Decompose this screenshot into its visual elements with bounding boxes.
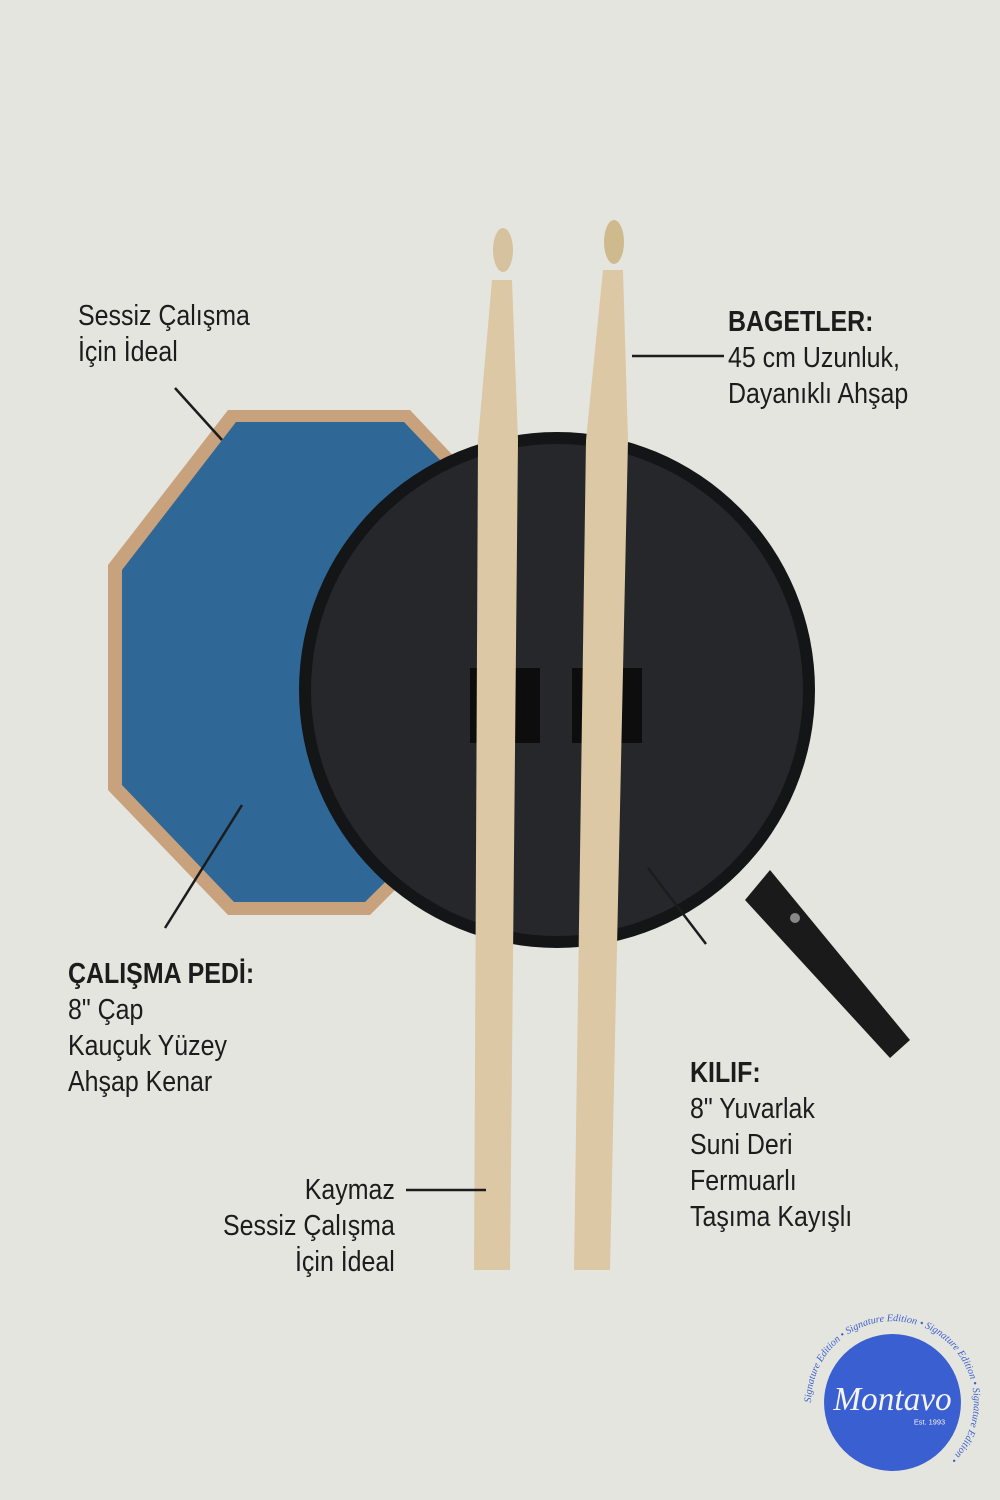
label-line: İçin İdeal <box>78 336 178 368</box>
drumstick-left <box>474 228 518 1270</box>
label-case: KILIF: 8" Yuvarlak Suni Deri Fermuarlı T… <box>690 1055 852 1235</box>
label-line: Suni Deri <box>690 1129 793 1161</box>
case-surface <box>311 444 803 936</box>
label-line: Sessiz Çalışma <box>78 300 250 332</box>
label-line: 8" Yuvarlak <box>690 1093 815 1125</box>
zipper-rivet <box>790 913 800 923</box>
label-title: BAGETLER: <box>728 306 874 338</box>
label-line: Fermuarlı <box>690 1165 797 1197</box>
label-line: İçin İdeal <box>295 1246 395 1278</box>
label-title: KILIF: <box>690 1057 761 1089</box>
label-line: Sessiz Çalışma <box>223 1210 395 1242</box>
label-line: Ahşap Kenar <box>68 1066 213 1098</box>
drumstick-right <box>574 220 628 1270</box>
label-grip: Kaymaz Sessiz Çalışma İçin İdeal <box>223 1172 395 1280</box>
label-title: ÇALIŞMA PEDİ: <box>68 958 255 990</box>
label-line: Kauçuk Yüzey <box>68 1030 227 1062</box>
label-line: 8" Çap <box>68 994 144 1026</box>
zipper-pull <box>745 870 910 1058</box>
logo-est: Est. 1993 <box>914 1418 945 1427</box>
label-line: Taşıma Kayışlı <box>690 1201 853 1233</box>
leader-lines <box>163 354 724 1192</box>
montavo-logo: Signature Edition • Signature Edition • … <box>803 1313 982 1471</box>
label-line: Dayanıklı Ahşap <box>728 378 909 410</box>
label-line: Kaymaz <box>304 1174 395 1206</box>
logo-brand: Montavo <box>832 1381 951 1418</box>
label-pad-top: Sessiz Çalışma İçin İdeal <box>78 298 250 370</box>
label-pad: ÇALIŞMA PEDİ: 8" Çap Kauçuk Yüzey Ahşap … <box>68 956 254 1100</box>
label-line: 45 cm Uzunluk, <box>728 342 900 374</box>
label-sticks: BAGETLER: 45 cm Uzunluk, Dayanıklı Ahşap <box>728 304 908 412</box>
